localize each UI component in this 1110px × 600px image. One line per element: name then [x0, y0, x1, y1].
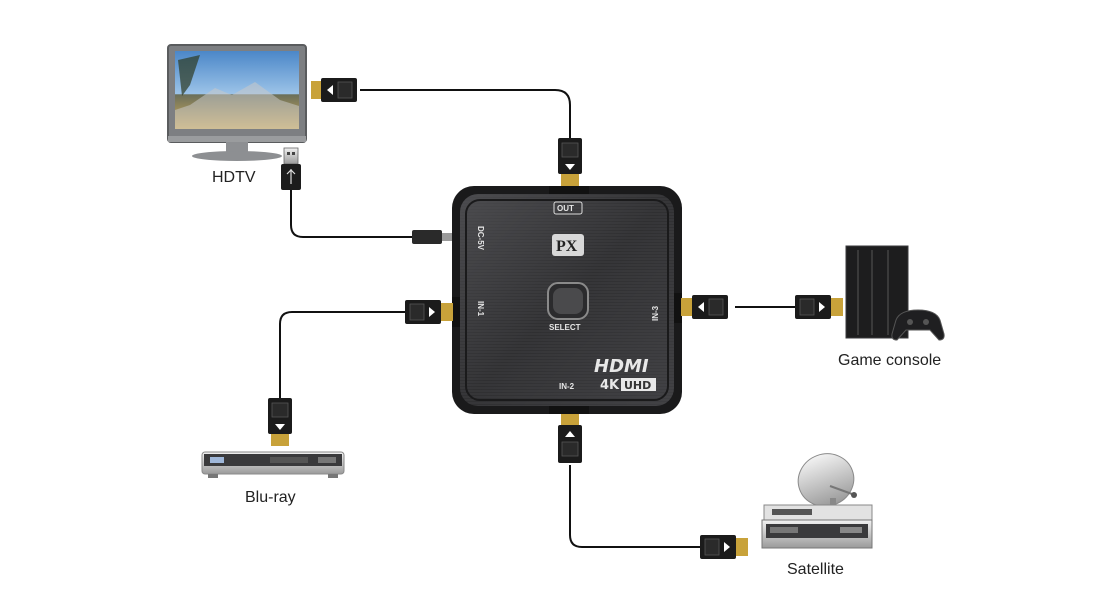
hdmi-switch-box: OUT PX DC-5V IN-1 IN-3 IN-2 SELECT HDMI … — [452, 186, 682, 414]
bluray-player-icon — [201, 451, 345, 478]
brand-logo: PX — [556, 238, 578, 255]
satellite-dish-icon — [797, 453, 857, 508]
hdtv-label: HDTV — [212, 169, 256, 186]
hdmi-connector-in1 — [405, 300, 453, 324]
satellite-label: Satellite — [787, 561, 844, 578]
in1-port-label: IN-1 — [476, 301, 485, 317]
power-port-label: DC-5V — [476, 226, 485, 251]
cable-satellite-in2 — [569, 465, 700, 548]
in3-port-label: IN-3 — [651, 305, 660, 321]
cable-usb-power — [290, 190, 412, 238]
uhd-text: UHD — [624, 379, 651, 392]
hdmi-connector-in3 — [681, 295, 728, 319]
hdtv-icon — [167, 44, 307, 161]
game-controller-icon — [891, 309, 945, 341]
out-port-label-box — [553, 201, 583, 215]
satellite-receiver-icon — [761, 504, 873, 549]
in2-port-label: IN-2 — [559, 382, 575, 391]
brand-logo-badge — [552, 234, 584, 256]
hdmi-connector-out — [558, 138, 582, 186]
hdmi-logo: HDMI — [594, 356, 649, 377]
game-console-label: Game console — [838, 352, 941, 369]
uhd-4k-text: 4K — [600, 378, 620, 393]
cable-hdtv-out — [360, 89, 571, 138]
hdmi-connector-bluray — [268, 398, 292, 446]
hdmi-connector-satellite — [700, 535, 748, 559]
hdmi-connector-game — [795, 295, 843, 319]
hdmi-connector-in2 — [558, 414, 582, 463]
usb-plug-icon — [281, 147, 301, 190]
cables — [279, 89, 795, 548]
cable-bluray-in1 — [279, 311, 405, 398]
out-port-label: OUT — [557, 204, 574, 213]
bluray-label: Blu-ray — [245, 489, 296, 506]
select-button-label: SELECT — [549, 323, 581, 332]
uhd-badge — [621, 378, 656, 391]
micro-usb-plug-icon — [412, 230, 452, 244]
hdmi-connector-tv — [311, 78, 357, 102]
